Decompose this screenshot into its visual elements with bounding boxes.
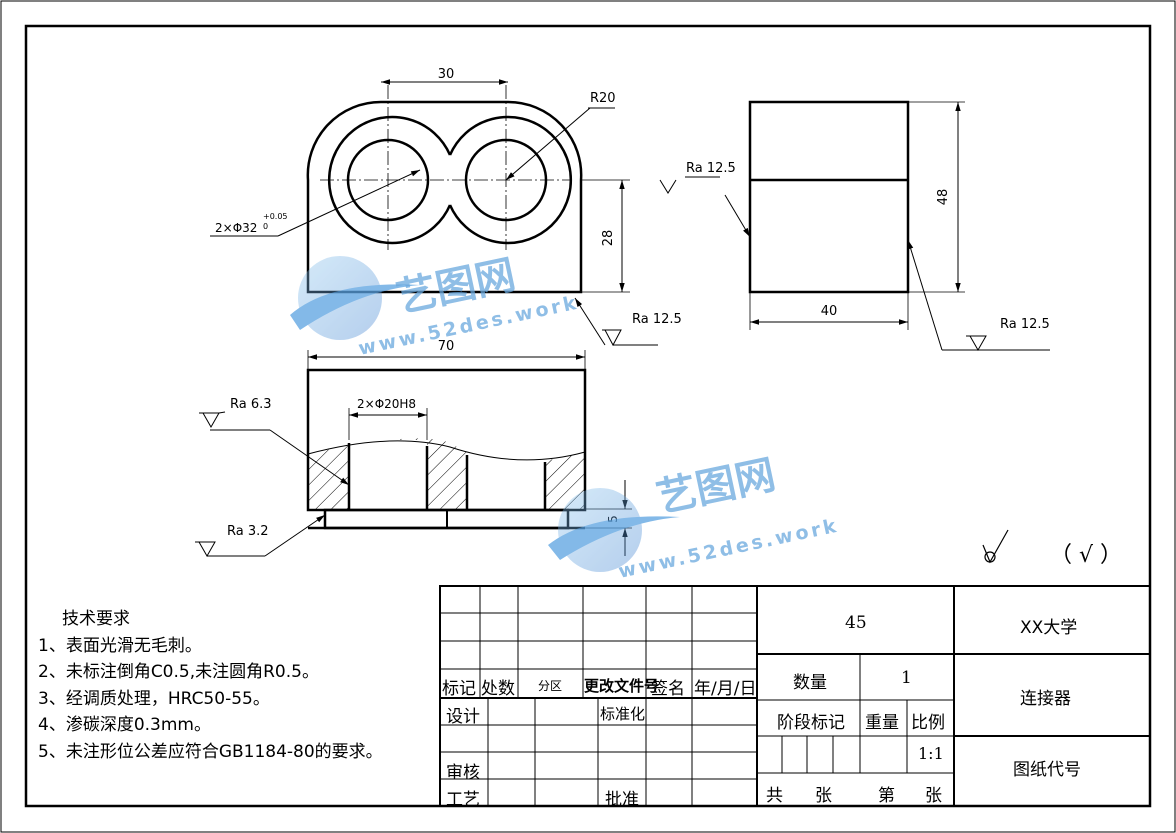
tb-process: 工艺 bbox=[446, 790, 480, 810]
ra-left-top: Ra 12.5 bbox=[686, 161, 736, 176]
tb-school: XX大学 bbox=[1020, 618, 1078, 638]
general-roughness-symbol bbox=[982, 529, 1009, 564]
dim-holes-section: 2×Φ20H8 bbox=[357, 397, 416, 411]
watermark-brand-2: 艺图网 bbox=[653, 452, 780, 522]
tech-req-title: 技术要求 bbox=[62, 609, 130, 629]
tb-check: 审核 bbox=[446, 763, 480, 783]
tech-req-item: 2、未标注倒角C0.5,未注圆角R0.5。 bbox=[38, 662, 319, 682]
tb-total: 共 bbox=[766, 786, 783, 806]
dim-28: 28 bbox=[601, 230, 616, 247]
tb-design: 设计 bbox=[446, 707, 480, 727]
watermark-url-2: www.52des.work bbox=[616, 515, 840, 583]
tb-scale-label: 比例 bbox=[911, 713, 945, 733]
watermark-logo bbox=[290, 256, 680, 572]
dim-40: 40 bbox=[821, 304, 838, 319]
dim-tol-upper: +0.05 bbox=[263, 212, 288, 221]
tech-req-item: 5、未注形位公差应符合GB1184-80的要求。 bbox=[38, 741, 383, 762]
tb-count: 处数 bbox=[481, 679, 515, 699]
tb-quantity-label: 数量 bbox=[793, 673, 827, 693]
tb-date: 年/月/日 bbox=[694, 679, 757, 699]
tech-req-item: 4、渗碳深度0.3mm。 bbox=[38, 715, 211, 735]
ra-section-bottom: Ra 3.2 bbox=[227, 524, 269, 539]
tb-drawing-code: 图纸代号 bbox=[1013, 760, 1081, 780]
dim-tol-lower: 0 bbox=[263, 222, 268, 231]
tb-sheet-no: 第 bbox=[878, 786, 895, 806]
tb-stage-label: 阶段标记 bbox=[777, 713, 845, 733]
tb-quantity: 1 bbox=[901, 668, 912, 688]
technical-requirements: 技术要求 1、表面光滑无毛刺。 2、未标注倒角C0.5,未注圆角R0.5。 3、… bbox=[38, 606, 383, 765]
side-view bbox=[659, 100, 1050, 352]
tb-weight-label: 重量 bbox=[865, 713, 899, 733]
tb-part-name: 连接器 bbox=[1020, 689, 1071, 709]
tb-zone: 分区 bbox=[538, 679, 563, 693]
dim-30: 30 bbox=[438, 67, 455, 82]
ra-section-top: Ra 6.3 bbox=[230, 397, 272, 412]
title-block bbox=[439, 585, 1151, 807]
dim-holes-top: 2×Φ32 bbox=[215, 221, 257, 235]
section-view bbox=[195, 350, 632, 558]
general-roughness-mark: （ √ ） bbox=[1050, 543, 1122, 568]
tb-scale: 1:1 bbox=[918, 744, 944, 763]
dim-r20: R20 bbox=[590, 91, 616, 106]
tb-sheets: 张 bbox=[815, 786, 832, 806]
tb-mark: 标记 bbox=[442, 679, 476, 699]
tb-approve: 批准 bbox=[605, 790, 639, 810]
tb-material: 45 bbox=[845, 613, 867, 633]
top-view bbox=[210, 79, 658, 347]
dim-48: 48 bbox=[936, 189, 951, 206]
tech-req-item: 1、表面光滑无毛刺。 bbox=[38, 635, 202, 656]
ra-bottom-front: Ra 12.5 bbox=[632, 312, 682, 327]
dim-70: 70 bbox=[438, 339, 455, 354]
tb-standard: 标准化 bbox=[600, 705, 646, 723]
tb-sign: 签名 bbox=[651, 679, 685, 699]
tb-sheets2: 张 bbox=[925, 786, 942, 806]
tech-req-item: 3、经调质处理，HRC50-55。 bbox=[38, 688, 270, 709]
ra-side-bottom: Ra 12.5 bbox=[1000, 317, 1050, 332]
tb-doc-no: 更改文件号 bbox=[584, 677, 660, 695]
